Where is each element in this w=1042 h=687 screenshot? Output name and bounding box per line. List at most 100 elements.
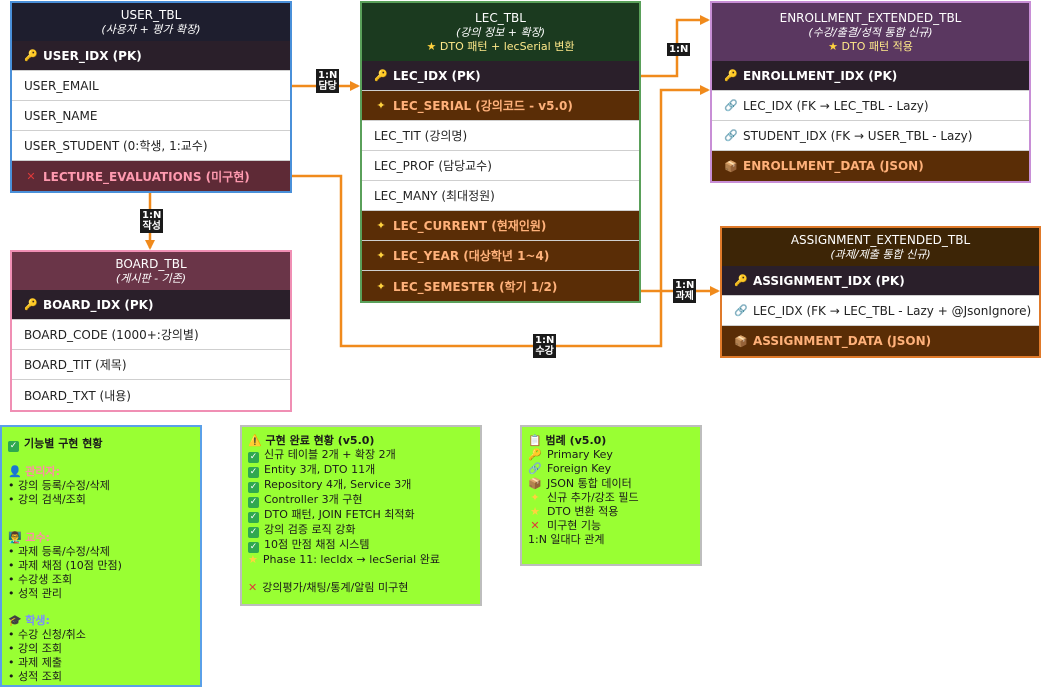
field-lec-serial: ✦LEC_SERIAL (강의코드 - v5.0)	[362, 91, 639, 121]
status-pending: ✕강의평가/채팅/통계/알림 미구현	[248, 581, 409, 595]
edge-user-enroll	[292, 85, 710, 348]
field-enroll-lec-idx: 🔗LEC_IDX (FK → LEC_TBL - Lazy)	[712, 91, 1029, 121]
enrollment-table-title: ENROLLMENT_EXTENDED_TBL	[779, 10, 962, 25]
user-table: USER_TBL (사용자 + 평가 확장) 🔑USER_IDX (PK) US…	[10, 1, 292, 193]
field-board-tit: BOARD_TIT (제목)	[12, 350, 290, 380]
warning-icon: ⚠️	[248, 434, 266, 447]
field-lec-semester: ✦LEC_SEMESTER (학기 1/2)	[362, 271, 639, 301]
check-icon: ✓	[248, 452, 259, 464]
check-icon: ✓	[248, 482, 259, 494]
feature-item: • 수강생 조회	[8, 573, 73, 587]
status-note: ⚠️ 구현 완료 현황 (v5.0) ✓신규 테이블 2개 + 확장 2개 ✓E…	[240, 425, 482, 606]
field-lecture-evaluations: ✕LECTURE_EVALUATIONS (미구현)	[12, 161, 290, 191]
legend-item: 🔗Foreign Key	[528, 462, 612, 476]
lec-table: LEC_TBL (강의 정보 + 확장) ★ DTO 패턴 + lecSeria…	[360, 1, 641, 303]
star-icon: ★	[530, 505, 540, 519]
box-icon: 📦	[724, 159, 738, 173]
link-icon: 🔗	[734, 304, 748, 317]
feature-item: • 강의 조회	[8, 642, 62, 656]
key-icon: 🔑	[724, 69, 738, 82]
relation-label-lec-enroll: 1:N	[667, 43, 691, 56]
field-enroll-student-idx: 🔗STUDENT_IDX (FK → USER_TBL - Lazy)	[712, 121, 1029, 151]
star-icon: ★	[248, 553, 258, 567]
status-item: ✓신규 테이블 2개 + 확장 2개	[248, 448, 396, 464]
link-icon: 🔗	[724, 129, 738, 142]
assignment-table-title: ASSIGNMENT_EXTENDED_TBL	[790, 232, 971, 247]
key-icon: 🔑	[374, 69, 388, 82]
field-lec-year: ✦LEC_YEAR (대상학년 1~4)	[362, 241, 639, 271]
box-icon: 📦	[528, 476, 542, 490]
user-table-subtitle: (사용자 + 평가 확장)	[101, 22, 201, 36]
feature-item: • 과제 제출	[8, 656, 62, 670]
legend-relation: 1:N 일대다 관계	[528, 533, 605, 547]
board-table-title: BOARD_TBL	[115, 256, 187, 271]
user-table-header: USER_TBL (사용자 + 평가 확장)	[12, 3, 290, 41]
professor-icon: 👨‍🏫	[8, 530, 26, 544]
enrollment-table-note: ★ DTO 패턴 적용	[828, 39, 913, 53]
board-table: BOARD_TBL (게시판 - 기존) 🔑BOARD_IDX (PK) BOA…	[10, 250, 292, 412]
field-lec-current: ✦LEC_CURRENT (현재인원)	[362, 211, 639, 241]
lec-table-subtitle: (강의 정보 + 확장)	[455, 25, 545, 39]
key-icon: 🔑	[24, 298, 38, 311]
board-table-header: BOARD_TBL (게시판 - 기존)	[12, 252, 290, 290]
status-phase: ★Phase 11: lecIdx → lecSerial 완료	[248, 553, 440, 567]
status-item: ✓Repository 4개, Service 3개	[248, 478, 412, 494]
student-title: 학생:	[25, 613, 50, 627]
field-assignment-data: 📦ASSIGNMENT_DATA (JSON)	[722, 326, 1039, 356]
check-icon: ✓	[248, 527, 259, 539]
legend-item: ★DTO 변환 적용	[528, 505, 694, 519]
legend-note: 📋 범례 (v5.0) 🔑Primary Key 🔗Foreign Key 📦J…	[520, 425, 702, 566]
link-icon: 🔗	[528, 462, 542, 476]
status-item: ✓DTO 패턴, JOIN FETCH 최적화	[248, 508, 415, 524]
feature-item: • 과제 채점 (10점 만점)	[8, 559, 122, 573]
field-board-txt: BOARD_TXT (내용)	[12, 380, 290, 410]
box-icon: 📦	[734, 334, 748, 348]
field-user-student: USER_STUDENT (0:학생, 1:교수)	[12, 131, 290, 161]
sparkle-icon: ✦	[376, 219, 386, 232]
check-icon: ✓	[248, 542, 259, 554]
status-item: ✓Entity 3개, DTO 11개	[248, 463, 376, 479]
sparkle-icon: ✦	[530, 490, 540, 504]
legend-title: 범례 (v5.0)	[545, 434, 607, 447]
feature-item: • 강의 검색/조회	[8, 493, 86, 507]
link-icon: 🔗	[724, 99, 738, 112]
field-user-email: USER_EMAIL	[12, 71, 290, 101]
student-icon: 🎓	[8, 613, 26, 627]
lec-table-note: ★ DTO 패턴 + lecSerial 변환	[426, 39, 575, 53]
status-title: 구현 완료 현황 (v5.0)	[265, 434, 375, 447]
sparkle-icon: ✦	[376, 279, 386, 293]
check-icon: ✓	[248, 512, 259, 524]
admin-icon: 👤	[8, 465, 26, 478]
status-item: ✓Controller 3개 구현	[248, 493, 363, 509]
cross-icon: ✕	[530, 519, 540, 533]
status-item: ✓강의 검증 로직 강화	[248, 523, 356, 539]
lec-table-header: LEC_TBL (강의 정보 + 확장) ★ DTO 패턴 + lecSeria…	[362, 3, 639, 61]
feature-item: • 강의 등록/수정/삭제	[8, 479, 110, 493]
assignment-table: ASSIGNMENT_EXTENDED_TBL (과제/제출 통합 신규) 🔑 A…	[720, 226, 1041, 358]
field-lec-many: LEC_MANY (최대정원)	[362, 181, 639, 211]
assignment-table-header: ASSIGNMENT_EXTENDED_TBL (과제/제출 통합 신규)	[722, 228, 1039, 266]
sparkle-icon: ✦	[376, 99, 386, 112]
field-assign-lec-idx: 🔗LEC_IDX (FK → LEC_TBL - Lazy + @JsonIgn…	[722, 296, 1039, 326]
field-enrollment-idx: 🔑ENROLLMENT_IDX (PK)	[712, 61, 1029, 91]
status-item: ✓10점 만점 채점 시스템	[248, 538, 370, 554]
field-lec-tit: LEC_TIT (강의명)	[362, 121, 639, 151]
star-icon: ★	[426, 39, 440, 53]
legend-item: ✦신규 추가/강조 필드	[528, 491, 694, 505]
check-icon: ✓	[248, 467, 259, 479]
cross-icon: ✕	[248, 581, 258, 595]
board-table-subtitle: (게시판 - 기존)	[115, 271, 187, 285]
enrollment-table-header: ENROLLMENT_EXTENDED_TBL (수강/출결/성적 통합 신규)…	[712, 3, 1029, 61]
key-icon: 🔑	[528, 448, 542, 462]
clipboard-icon: 📋	[528, 434, 546, 447]
feature-item: • 성적 관리	[8, 587, 62, 601]
field-user-idx: 🔑USER_IDX (PK)	[12, 41, 290, 71]
admin-title: 관리자:	[25, 465, 60, 478]
feature-item: • 수강 신청/취소	[8, 627, 86, 641]
assignment-table-subtitle: (과제/제출 통합 신규)	[830, 247, 931, 261]
key-icon: 🔑	[734, 274, 748, 287]
key-icon: 🔑	[24, 49, 38, 62]
